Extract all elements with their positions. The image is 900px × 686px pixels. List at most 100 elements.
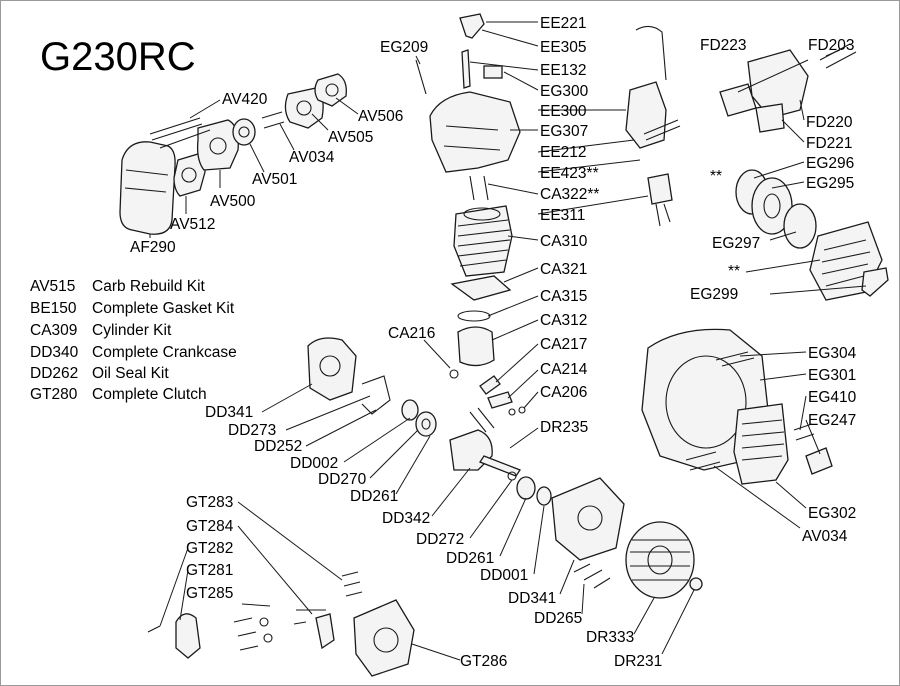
clutch-shoes [175,613,201,659]
label-EE423: EE423** [540,165,599,182]
label-CA315: CA315 [540,288,587,305]
bearing-right [516,476,536,500]
legend-desc: Complete Clutch [92,386,207,403]
label-FD203: FD203 [808,37,855,54]
label-AV034: AV034 [802,528,848,545]
label-EE305: EE305 [540,39,587,56]
clutch-bolts [233,617,259,651]
legend-desc: Oil Seal Kit [92,365,169,382]
label-DR333: DR333 [586,629,634,646]
label-GT283: GT283 [186,494,233,511]
flywheel-nut [689,577,703,591]
label-AV506: AV506 [358,108,403,125]
carb-screws [149,117,211,149]
recoil-cover-slots [741,419,785,461]
cover-screws [685,423,815,471]
bearing-left-hole [421,418,431,430]
air-filter-ribs [124,169,169,193]
ignition-module [625,81,667,149]
crankcase-right-bore [577,505,603,531]
label-CA322: CA322** [540,186,599,203]
legend: AV515 Carb Rebuild Kit BE150 Complete Ga… [30,278,237,403]
legend-code: CA309 [30,322,77,339]
label-AV500: AV500 [210,193,256,210]
clutch-housing-screws [341,571,363,597]
base-gasket [450,275,512,301]
label-DD341: DD341 [205,404,253,421]
label-DD273: DD273 [228,422,276,439]
connecting-rod [469,407,495,433]
label-DD261: DD261 [350,488,398,505]
oil-seal-right [536,486,552,506]
intake-screws [261,111,285,129]
label-DR235: DR235 [540,419,588,436]
cylinder-fins [457,219,511,267]
pin-clip [518,406,526,414]
label-DD272: DD272 [416,531,464,548]
label-DD261: DD261 [446,550,494,567]
cylinder-screws [469,175,489,201]
label-EG304: EG304 [808,345,857,362]
intake-gasket [314,73,347,107]
intake-gasket-hole [325,83,339,97]
label-AV034: AV034 [289,149,335,166]
label-CA321: CA321 [540,261,587,278]
legend-code: BE150 [30,300,77,317]
carburetor-bore [209,137,227,155]
label-GT285: GT285 [186,585,233,602]
needle-bearing [487,391,513,409]
shroud-lines [443,125,501,151]
flywheel-fins [630,539,690,581]
starter-handle [861,267,889,297]
crankcase-gasket [361,375,391,415]
label-GT282: GT282 [186,540,233,557]
label-AV512: AV512 [170,216,215,233]
legend-desc: Complete Gasket Kit [92,300,235,317]
ignition-lead [635,25,667,81]
label-CA310: CA310 [540,233,588,250]
label-EE212: EE212 [540,144,587,161]
label-EE311: EE311 [540,207,585,224]
crankcase-screws [573,563,611,589]
label-DD001: DD001 [480,567,528,584]
pin-clip [508,408,516,416]
cylinder-shroud [429,91,521,173]
carburetor [196,119,239,171]
label-GT284: GT284 [186,518,234,535]
label-CA216: CA216 [388,325,435,342]
legend-code: GT280 [30,386,78,403]
plug-nut [483,65,503,79]
label-AV505: AV505 [328,129,373,146]
label-DD252: DD252 [254,438,302,455]
label-EG410: EG410 [808,389,857,406]
piston-ring [457,310,491,322]
label-FD220: FD220 [806,114,853,131]
label-GT286: GT286 [460,653,507,670]
flywheel [625,521,695,599]
diagram-title: G230RC [40,35,196,79]
stop-switch [647,173,673,205]
label-EG247: EG247 [808,412,856,429]
switch-wires [655,203,671,227]
carb-gasket [232,118,256,146]
label-DD270: DD270 [318,471,367,488]
clutch-washer [259,617,269,627]
label-AF290: AF290 [130,239,176,256]
label-EG297: EG297 [712,235,760,252]
legend-code: DD262 [30,365,78,382]
muffler-plate [755,103,785,133]
spark-plug [461,49,471,89]
label-DD341: DD341 [508,590,556,607]
cylinder [453,205,513,277]
label-EG295: EG295 [806,175,854,192]
bearing-left [415,411,437,437]
label-EE132: EE132 [540,62,587,79]
housing-screws [715,351,755,367]
label-double-star: ** [710,168,722,185]
label-FD223: FD223 [700,37,747,54]
oil-seal-left [401,399,419,421]
label-DD342: DD342 [382,510,430,527]
label-DD002: DD002 [290,455,338,472]
